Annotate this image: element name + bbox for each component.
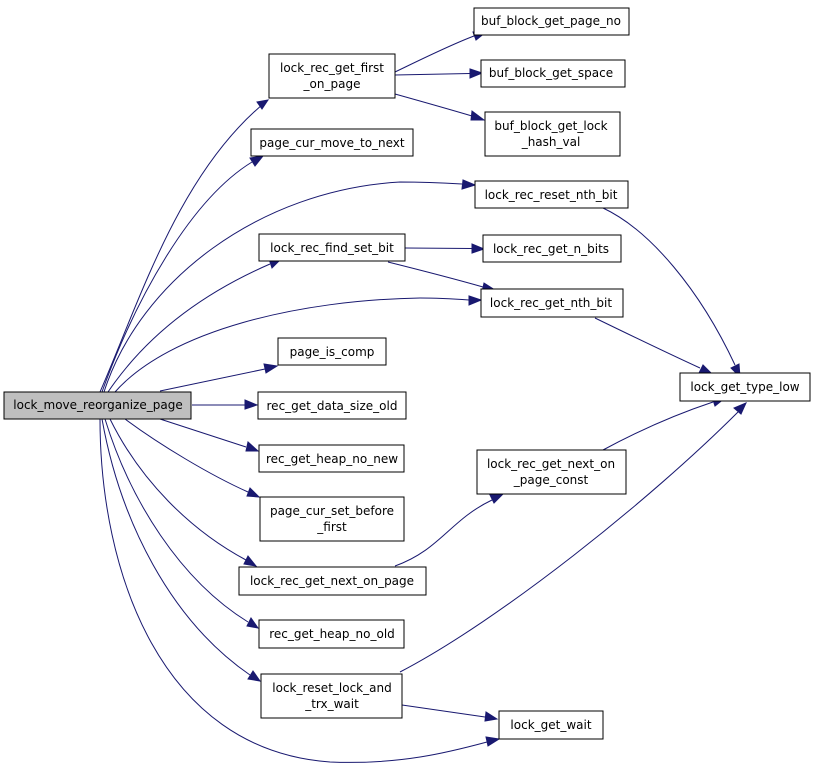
node-lock-reset-lock-and-trx-wait-label-2: _trx_wait — [304, 697, 359, 711]
node-lock-rec-get-next-on-page[interactable]: lock_rec_get_next_on_page — [238, 566, 427, 596]
node-buf-block-get-page-no[interactable]: buf_block_get_page_no — [473, 7, 630, 36]
node-buf-block-get-space[interactable]: buf_block_get_space — [480, 59, 626, 88]
node-lock-get-wait-box — [498, 710, 604, 740]
node-lock-rec-get-n-bits[interactable]: lock_rec_get_n_bits — [482, 234, 622, 263]
edge-root-to-rec-get-first-on-page — [99, 99, 270, 393]
node-buf-block-get-space-label-1: buf_block_get_space — [489, 66, 613, 80]
node-rec-get-data-size-old-box — [257, 391, 407, 420]
edge-reset-lock-to-get-type-low — [399, 402, 747, 673]
edge-root-to-get-data-size-old — [192, 399, 259, 410]
edge-reset-nth-bit-to-get-type-low — [602, 207, 741, 379]
node-rec-get-first-on-page-label-1: lock_rec_get_first — [280, 61, 384, 75]
edge-root-to-get-heap-no-new — [159, 418, 260, 452]
edge-root-to-find-set-bit — [107, 257, 284, 393]
node-lock-rec-find-set-bit[interactable]: lock_rec_find_set_bit — [258, 233, 406, 262]
node-lock-rec-find-set-bit-label-1: lock_rec_find_set_bit — [270, 241, 394, 255]
edge-root-to-get-next-on-page — [109, 418, 258, 567]
node-lock-reset-lock-and-trx-wait[interactable]: lock_reset_lock_and _trx_wait — [260, 673, 403, 719]
node-page-cur-move-to-next[interactable]: page_cur_move_to_next — [250, 128, 414, 157]
node-lock-rec-get-nth-bit[interactable]: lock_rec_get_nth_bit — [480, 288, 624, 318]
node-rec-get-first-on-page-label-2: _on_page — [303, 77, 361, 91]
node-lock-rec-get-next-on-page-label-1: lock_rec_get_next_on_page — [250, 574, 414, 588]
node-lock-rec-get-next-on-page-const-label-1: lock_rec_get_next_on — [487, 457, 615, 471]
node-lock-reset-lock-and-trx-wait-label-1: lock_reset_lock_and — [272, 681, 391, 695]
node-buf-block-get-page-no-box — [473, 7, 630, 36]
node-page-cur-set-before-first-label-2: _first — [316, 520, 347, 534]
node-lock-rec-get-next-on-page-const[interactable]: lock_rec_get_next_on _page_const — [476, 449, 627, 495]
node-rec-get-data-size-old-label-1: rec_get_data_size_old — [267, 399, 398, 413]
node-page-is-comp-label-1: page_is_comp — [290, 345, 375, 359]
edge-root-to-get-wait — [99, 418, 501, 763]
edge-root-to-get-nth-bit — [114, 295, 483, 393]
node-buf-block-get-lock-hash-val[interactable]: buf_block_get_lock _hash_val — [484, 111, 621, 157]
node-root-label-1: lock_move_reorganize_page — [13, 398, 182, 412]
node-lock-rec-get-nth-bit-box — [480, 288, 624, 318]
node-page-cur-set-before-first-box — [259, 496, 405, 542]
node-rec-get-heap-no-new-label-1: rec_get_heap_no_new — [266, 452, 398, 466]
node-buf-block-get-lock-hash-val-label-1: buf_block_get_lock — [494, 119, 607, 133]
edge-find-set-bit-to-get-nth-bit — [387, 261, 497, 293]
node-rec-get-heap-no-new[interactable]: rec_get_heap_no_new — [258, 444, 405, 473]
edge-root-to-reset-nth-bit — [103, 179, 477, 393]
node-rec-get-heap-no-old-label-1: rec_get_heap_no_old — [269, 627, 395, 641]
node-lock-get-type-low-box — [679, 372, 811, 402]
edge-root-to-page-cur-set-before-first — [124, 418, 261, 498]
node-buf-block-get-lock-hash-val-box — [484, 111, 621, 157]
edge-root-to-page-is-comp — [159, 363, 279, 392]
node-lock-get-wait-label-1: lock_get_wait — [510, 718, 591, 732]
node-rec-get-heap-no-old[interactable]: rec_get_heap_no_old — [258, 619, 405, 649]
edge-rec-get-first-to-get-space — [394, 68, 484, 79]
node-page-cur-set-before-first-label-1: page_cur_set_before — [270, 504, 394, 518]
node-root-box — [3, 391, 192, 420]
node-rec-get-first-on-page[interactable]: lock_rec_get_first _on_page — [268, 53, 396, 99]
node-page-cur-set-before-first[interactable]: page_cur_set_before _first — [259, 496, 405, 542]
node-lock-rec-get-next-on-page-const-box — [476, 449, 627, 495]
node-page-cur-move-to-next-label-1: page_cur_move_to_next — [259, 136, 405, 150]
node-buf-block-get-page-no-label-1: buf_block_get_page_no — [481, 14, 621, 28]
node-lock-rec-reset-nth-bit-box — [474, 180, 629, 209]
node-lock-rec-get-next-on-page-const-label-2: _page_const — [513, 473, 589, 487]
edge-get-next-on-page-to-next-on-page-const — [394, 493, 505, 567]
edge-get-nth-bit-to-get-type-low — [594, 317, 714, 375]
edge-rec-get-first-to-get-lock-hash — [394, 93, 486, 121]
node-lock-get-type-low-label-1: lock_get_type_low — [690, 380, 799, 394]
node-buf-block-get-lock-hash-val-label-2: _hash_val — [521, 135, 581, 149]
node-page-is-comp[interactable]: page_is_comp — [277, 337, 387, 366]
node-lock-get-wait[interactable]: lock_get_wait — [498, 710, 604, 740]
node-lock-rec-find-set-bit-box — [258, 233, 406, 262]
node-rec-get-heap-no-old-box — [258, 619, 405, 649]
node-lock-get-type-low[interactable]: lock_get_type_low — [679, 372, 811, 402]
node-lock-rec-reset-nth-bit-label-1: lock_rec_reset_nth_bit — [485, 188, 618, 202]
edge-root-to-get-heap-no-old — [104, 418, 260, 629]
edge-root-to-reset-lock-and-trx-wait — [101, 418, 262, 682]
node-page-cur-move-to-next-box — [250, 128, 414, 157]
node-buf-block-get-space-box — [480, 59, 626, 88]
node-rec-get-data-size-old[interactable]: rec_get_data_size_old — [257, 391, 407, 420]
edge-reset-lock-to-get-wait — [401, 704, 499, 722]
node-lock-rec-get-nth-bit-label-1: lock_rec_get_nth_bit — [490, 296, 612, 310]
node-rec-get-first-on-page-box — [268, 53, 396, 99]
node-lock-rec-get-next-on-page-box — [238, 566, 427, 596]
node-lock-rec-get-n-bits-box — [482, 234, 622, 263]
node-rec-get-heap-no-new-box — [258, 444, 405, 473]
node-root[interactable]: lock_move_reorganize_page — [3, 391, 192, 420]
node-lock-rec-get-n-bits-label-1: lock_rec_get_n_bits — [493, 242, 609, 256]
edge-find-set-bit-to-get-n-bits — [404, 243, 486, 254]
node-lock-rec-reset-nth-bit[interactable]: lock_rec_reset_nth_bit — [474, 180, 629, 209]
node-page-is-comp-box — [277, 337, 387, 366]
edge-rec-get-first-to-get-page-no — [394, 31, 488, 73]
node-lock-reset-lock-and-trx-wait-box — [260, 673, 403, 719]
edge-root-to-page-cur-move-to-next — [101, 155, 265, 393]
